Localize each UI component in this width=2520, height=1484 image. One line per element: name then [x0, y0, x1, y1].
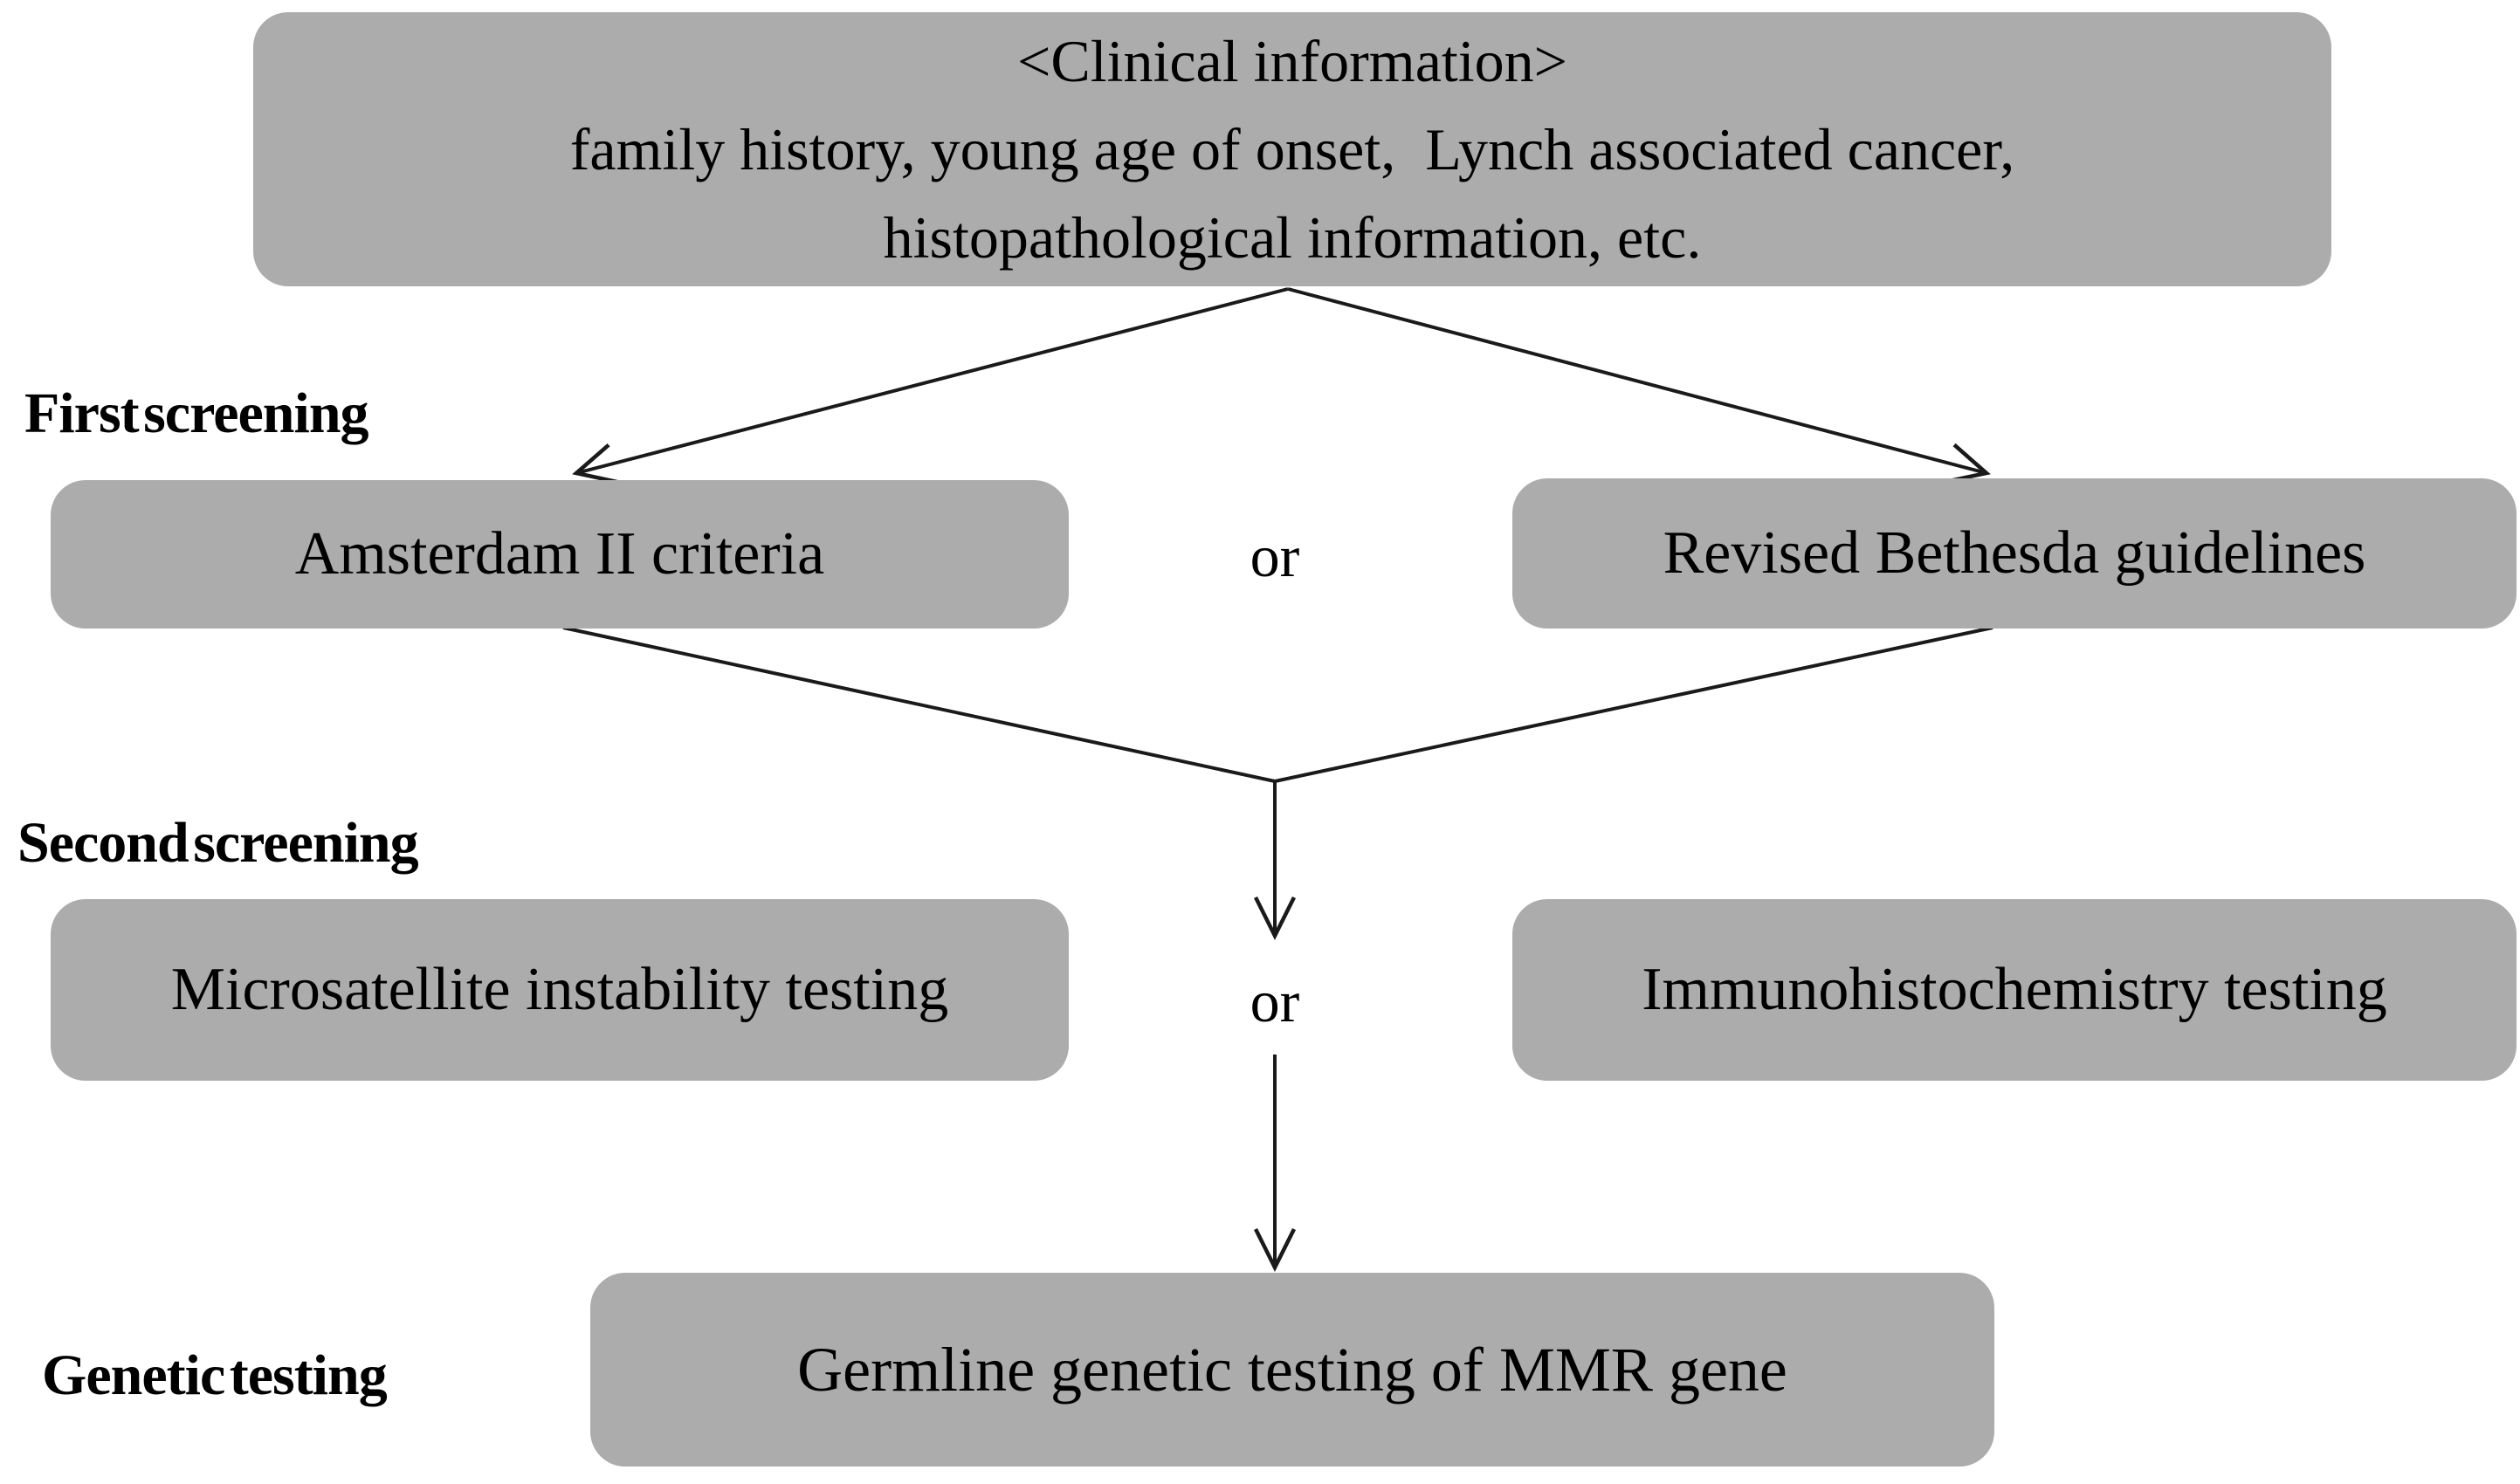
bethesda-guidelines-box: Revised Bethesda guidelines — [1512, 478, 2517, 629]
first-screening-label: First screening — [24, 381, 369, 445]
microsatellite-instability-text: Microsatellite instability testing — [170, 956, 949, 1023]
clinical-info-line-1: <Clinical information> — [1016, 27, 1568, 94]
amsterdam-criteria-box: Amsterdam II criteria — [51, 480, 1069, 629]
second-screening-label: Second screening — [17, 811, 419, 875]
clinical-info-line-3: histopathological information, etc. — [883, 203, 1702, 271]
amsterdam-criteria-text: Amsterdam II criteria — [294, 520, 825, 587]
immunohistochemistry-text: Immunohistochemistry testing — [1642, 956, 2387, 1023]
germline-testing-text: Germline genetic testing of MMR gene — [797, 1334, 1787, 1405]
bethesda-guidelines-text: Revised Bethesda guidelines — [1663, 519, 2366, 587]
arrow-clinical-to-amsterdam — [572, 287, 1289, 484]
or-label-second-screening: or — [1250, 968, 1300, 1034]
arrow-clinical-to-bethesda — [1287, 287, 1991, 484]
or-label-first-screening: or — [1250, 523, 1300, 589]
germline-testing-box: Germline genetic testing of MMR gene — [590, 1273, 1994, 1467]
microsatellite-instability-box: Microsatellite instability testing — [51, 899, 1069, 1081]
immunohistochemistry-box: Immunohistochemistry testing — [1512, 899, 2517, 1081]
line-amsterdam-to-junction — [562, 626, 1276, 783]
line-bethesda-to-junction — [1274, 626, 1993, 783]
clinical-information-box: <Clinical information> family history, y… — [253, 12, 2331, 286]
clinical-info-line-2: family history, young age of onset, Lync… — [569, 115, 2015, 182]
genetic-testing-label: Genetic testing — [42, 1343, 388, 1407]
